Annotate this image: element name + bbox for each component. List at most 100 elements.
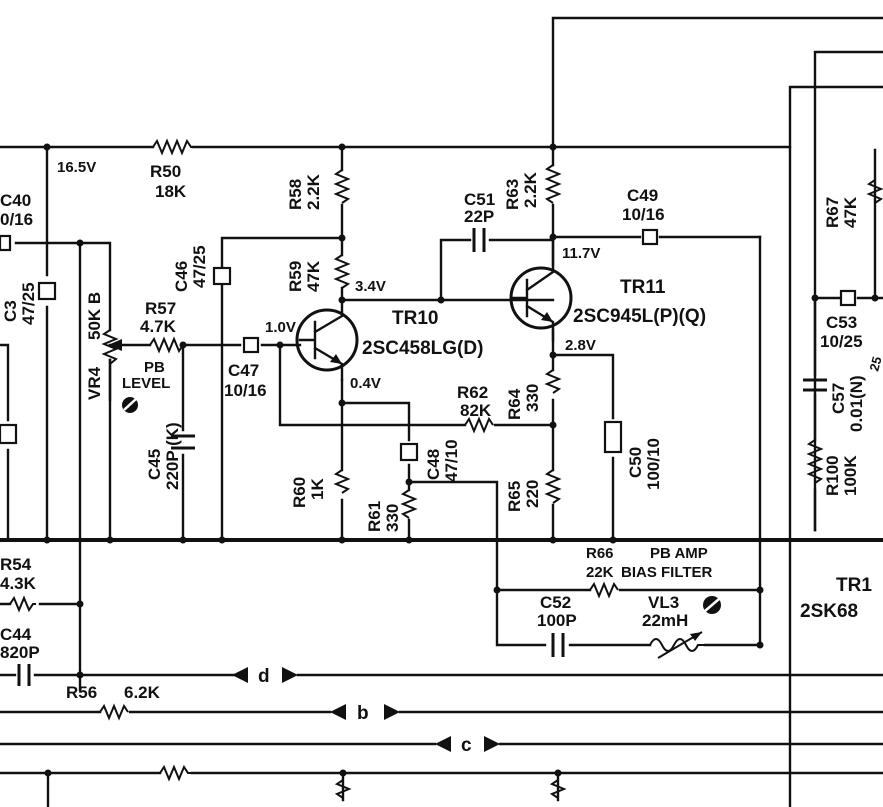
c48-name-label: C48: [424, 449, 443, 480]
bus-arrows: [232, 667, 500, 752]
r67-name-label: R67: [823, 197, 842, 228]
c52-symbol: [551, 633, 565, 657]
r63-name-label: R63: [503, 179, 522, 210]
c48-symbol: [399, 442, 419, 462]
labels: 16.5V R50 18K C40 0/16 C3 47/25 50K B VR…: [0, 159, 883, 756]
c51-name-label: C51: [464, 190, 495, 209]
r64-symbol: [544, 369, 562, 394]
level-label: LEVEL: [122, 375, 170, 392]
bus-c-label: c: [461, 735, 472, 756]
c45-symbol: [171, 434, 195, 450]
pb-label: PB: [144, 359, 165, 376]
r60-value-label: 1K: [308, 478, 327, 500]
c57-name-label: C57: [829, 383, 848, 414]
r65-symbol: [544, 469, 562, 504]
r54-value-label: 4.3K: [0, 574, 37, 593]
tr1-name-label: TR1: [836, 575, 872, 596]
left-partial-cap-symbol: [0, 423, 18, 445]
vl3-trimmer-icon: [703, 596, 721, 614]
r67-symbol: [866, 179, 883, 204]
vl3-value-label: 22mH: [642, 611, 688, 630]
c3-value-label: 47/25: [19, 282, 38, 325]
tr10-symbol: [295, 298, 359, 382]
c50-value-label: 100/10: [644, 438, 663, 490]
junction-dots: [43, 143, 879, 777]
r100-value-label: 100K: [841, 455, 860, 496]
r56-name-label: R56: [66, 683, 97, 702]
r62-value-label: 82K: [460, 401, 492, 420]
tr10-collector-voltage-label: 3.4V: [355, 278, 386, 295]
tr11-part-label: 2SC945L(P)(Q): [573, 306, 706, 327]
c53-symbol: [839, 289, 857, 307]
r58-value-label: 2.2K: [304, 173, 323, 210]
tr10-emitter-voltage-label: 0.4V: [350, 375, 381, 392]
c3-symbol: [37, 281, 57, 301]
c47-symbol: [242, 336, 260, 354]
r66-symbol: [589, 581, 619, 599]
c51-value-label: 22P: [464, 207, 494, 226]
vl3-name-label: VL3: [648, 593, 679, 612]
supply-voltage-label: 16.5V: [57, 159, 96, 176]
c49-symbol: [641, 228, 659, 246]
pb-level-trimmer-icon: [122, 397, 138, 413]
c40-value-label: 0/16: [0, 210, 33, 229]
c3-name-label: C3: [1, 300, 20, 322]
r50-symbol: [152, 138, 197, 156]
c52-name-label: C52: [540, 593, 571, 612]
tr11-symbol: [509, 235, 573, 342]
r54-symbol: [9, 595, 36, 613]
r66-value-label: 22K: [586, 564, 614, 581]
c51-symbol: [472, 228, 486, 252]
vr4-symbol: [101, 329, 119, 365]
c47-name-label: C47: [228, 361, 259, 380]
r59-value-label: 47K: [304, 260, 323, 292]
r57-value-label: 4.7K: [140, 317, 177, 336]
tr10-part-label: 2SC458LG(D): [362, 338, 483, 359]
capacitor-symbols: [0, 228, 857, 686]
c52-value-label: 100P: [537, 611, 577, 630]
tr10-name-label: TR10: [392, 308, 438, 329]
r61-name-label: R61: [365, 501, 384, 532]
c46-symbol: [212, 266, 232, 286]
r50-name-label: R50: [150, 162, 181, 181]
vr4-value-label: 50K B: [85, 292, 104, 340]
c53-value-label: 10/25: [820, 332, 863, 351]
c49-name-label: C49: [627, 186, 658, 205]
r63-symbol: [544, 164, 562, 204]
c40-name-label: C40: [0, 191, 31, 210]
vr4-name-label: VR4: [85, 366, 104, 400]
r61-symbol: [400, 489, 418, 519]
c44-value-label: 820P: [0, 643, 40, 662]
bottom-resistor-2-symbol: [334, 779, 352, 799]
c48-value-label: 47/10: [442, 439, 461, 482]
r57-name-label: R57: [145, 299, 176, 318]
c49-value-label: 10/16: [622, 205, 665, 224]
r62-symbol: [464, 416, 494, 434]
r62-name-label: R62: [457, 383, 488, 402]
bottom-resistor-symbol: [159, 764, 192, 782]
partial-label: 25: [866, 355, 883, 373]
vr4-wiper-arrow: [108, 339, 122, 351]
filter-line1-label: PB AMP: [650, 545, 708, 562]
c44-name-label: C44: [0, 625, 32, 644]
bottom-resistor-3-symbol: [549, 779, 567, 799]
wiring: [0, 16, 883, 807]
c46-name-label: C46: [172, 261, 191, 292]
c57-symbol: [803, 378, 827, 392]
c40-symbol: [0, 234, 12, 252]
c57-value-label: 0.01(N): [847, 375, 866, 432]
vl3-arrow: [690, 632, 702, 641]
r64-value-label: 330: [523, 384, 542, 412]
r64-name-label: R64: [505, 388, 524, 420]
r60-name-label: R60: [290, 477, 309, 508]
r100-symbol: [806, 439, 824, 484]
r100-name-label: R100: [823, 455, 842, 496]
tr10-base-voltage-label: 1.0V: [265, 319, 296, 336]
r58-symbol: [333, 169, 351, 204]
tr11-name-label: TR11: [620, 277, 666, 298]
r59-name-label: R59: [286, 261, 305, 292]
c46-value-label: 47/25: [190, 245, 209, 288]
c45-name-label: C45: [145, 449, 164, 480]
tr11-emitter-voltage-label: 2.8V: [565, 337, 596, 354]
